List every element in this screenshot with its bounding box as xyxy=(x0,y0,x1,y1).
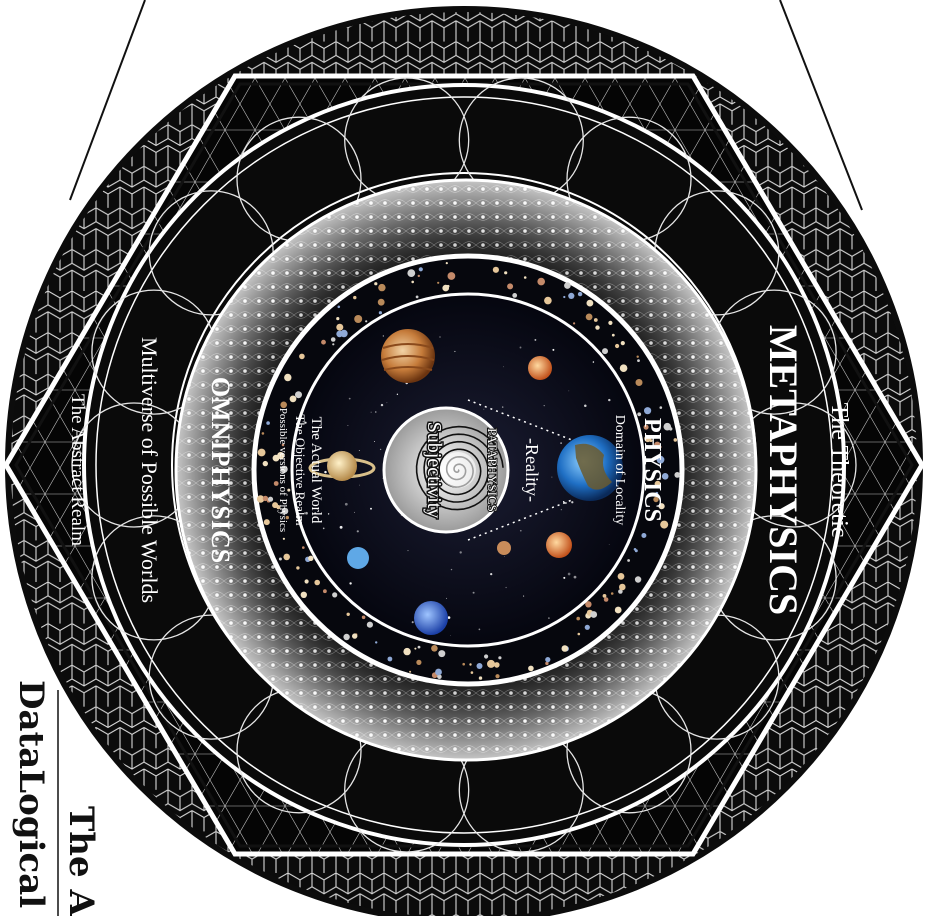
label-subjectivity-group: Subjectivity xyxy=(423,422,445,519)
label-abstract-group: The Abstract Realm xyxy=(67,394,88,546)
uranus-planet xyxy=(347,547,369,569)
label-objective-realm: The Objective Realm xyxy=(293,414,308,525)
label-pataphysics-group: PATAPHYSICS xyxy=(485,428,500,512)
label-pataphysics: PATAPHYSICS xyxy=(485,428,500,512)
label-domain-locality: Domain of Locality xyxy=(612,415,627,525)
label-abstract-realm: The Abstract Realm xyxy=(67,394,88,546)
label-versions-group: Possible versions of Physics xyxy=(277,408,289,532)
label-possible-versions: Possible versions of Physics xyxy=(277,408,289,532)
venus-planet xyxy=(546,532,572,558)
label-physics: PHYSICS xyxy=(639,418,665,522)
label-metaphysics: METAPHYSICS xyxy=(761,325,806,615)
label-omniphysics: OMNIPHYSICS xyxy=(206,377,235,563)
footer-line2-group: DataLogical G xyxy=(11,680,51,916)
saturn-planet xyxy=(327,451,357,481)
label-theoretic-group: The Theoretic xyxy=(826,403,852,538)
label-actual-world-group: The Actual World xyxy=(308,417,324,524)
label-omniphysics-group: OMNIPHYSICS xyxy=(206,377,235,563)
footer-line1-group: The Al xyxy=(61,806,101,916)
label-reality-group: -Reality- xyxy=(522,438,542,502)
label-actual-world: The Actual World xyxy=(308,417,324,524)
footer-title-line2: DataLogical G xyxy=(11,680,51,916)
label-objective-group: The Objective Realm xyxy=(293,414,308,525)
label-physics-group: PHYSICS xyxy=(639,418,665,522)
mercury-planet xyxy=(497,541,511,555)
mars-planet xyxy=(528,356,552,380)
footer-title-line1: The Al xyxy=(61,806,101,916)
label-reality: -Reality- xyxy=(522,438,542,502)
label-the-theoretic: The Theoretic xyxy=(826,403,852,538)
label-subjectivity: Subjectivity xyxy=(423,422,445,519)
neptune-planet xyxy=(414,601,448,635)
label-multiverse-group: Multiverse of Possible Worlds xyxy=(137,337,162,603)
label-locality-group: Domain of Locality xyxy=(612,415,627,525)
label-multiverse: Multiverse of Possible Worlds xyxy=(137,337,162,603)
label-metaphysics-group: METAPHYSICS xyxy=(761,325,806,615)
